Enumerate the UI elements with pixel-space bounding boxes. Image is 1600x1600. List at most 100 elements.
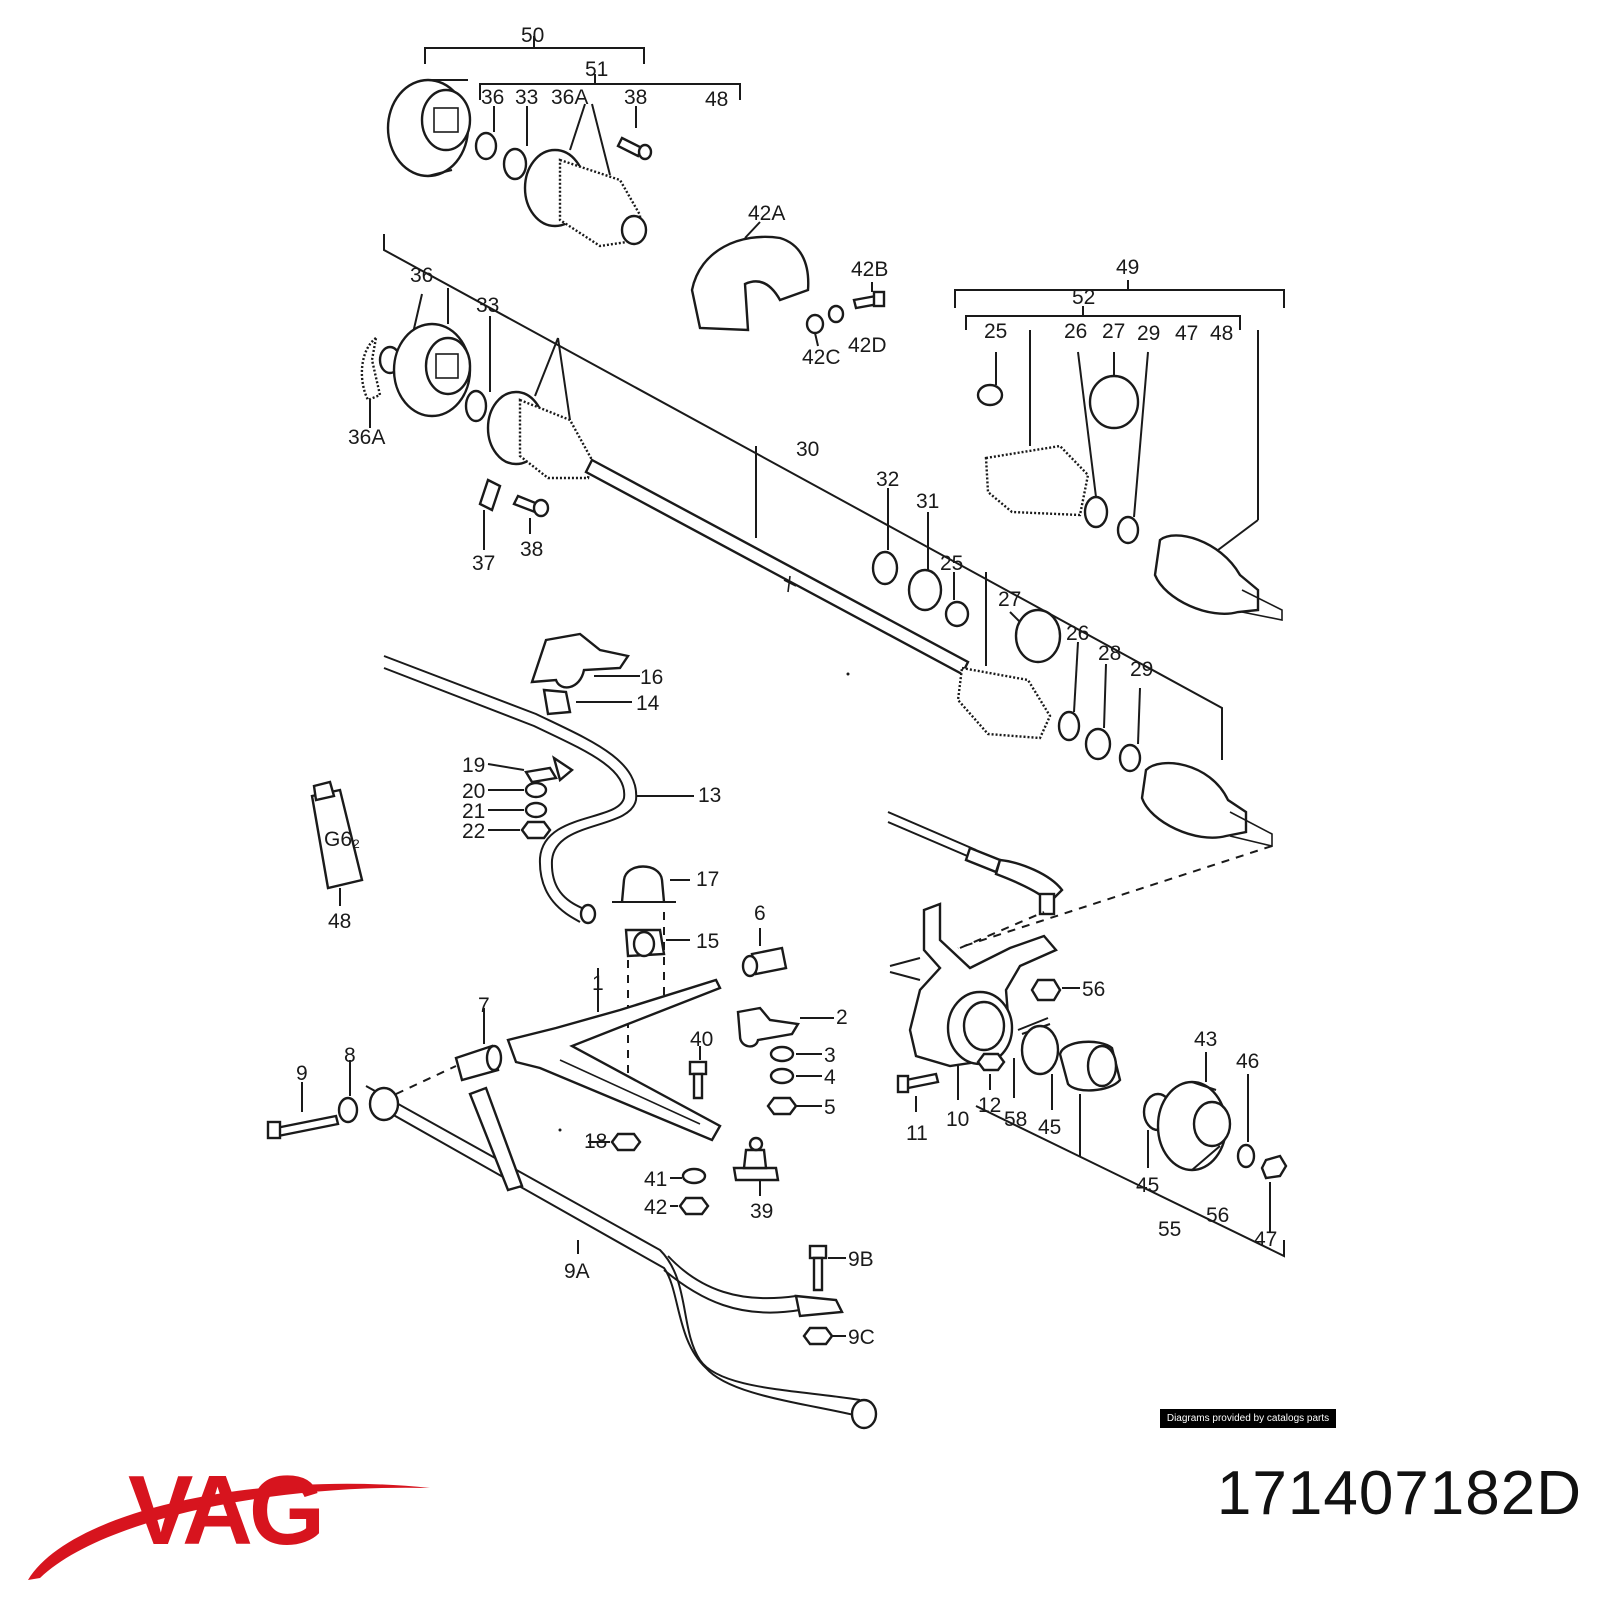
washer-20: [488, 781, 548, 799]
dashed-line-arm: [395, 1065, 457, 1095]
callout: 29: [1130, 658, 1153, 681]
bracket-52: [965, 306, 1241, 330]
speck: [846, 672, 850, 676]
speck: [558, 1128, 562, 1132]
callout: 5: [824, 1096, 836, 1119]
callout: 18: [584, 1130, 607, 1153]
callout: 33: [476, 294, 499, 317]
bushing-7: [454, 1008, 503, 1082]
clamp-27-upper: [1088, 352, 1140, 430]
boot-outer-lower: [956, 572, 1052, 740]
tube-label: G6₂: [324, 828, 360, 851]
callout: 37: [472, 552, 495, 575]
outer-cv-joint-upper: [1153, 330, 1283, 621]
ring-31: [907, 512, 943, 612]
bolt-11: [896, 1072, 940, 1112]
ring-28: [1084, 663, 1112, 761]
callout: 38: [520, 538, 543, 561]
bushing-14: [542, 688, 632, 716]
callout: 36A: [348, 426, 385, 449]
vag-logo: VAG: [28, 1455, 430, 1580]
bolt-top-38: [616, 106, 653, 161]
callout: 36A: [551, 86, 588, 109]
bolt-9: [266, 1082, 340, 1140]
callout: 36: [481, 86, 504, 109]
callout: 27: [998, 588, 1021, 611]
washer-42D: [827, 304, 845, 324]
callout: 32: [876, 468, 899, 491]
callout: 12: [978, 1094, 1001, 1117]
callout: 6: [754, 902, 766, 925]
dashed-line-knuckle: [959, 911, 1045, 949]
bolt-42B: [852, 282, 886, 310]
washer-top-33: [502, 106, 528, 181]
callout: 58: [1004, 1108, 1027, 1131]
callout: 42B: [851, 258, 888, 281]
callout: 26: [1064, 320, 1087, 343]
callout: 22: [462, 820, 485, 843]
bracket-55: [975, 1105, 1285, 1258]
washer-19: [487, 755, 575, 784]
callout: 36: [410, 264, 433, 287]
castle-nut-56: [1030, 978, 1080, 1002]
callout: 7: [478, 994, 490, 1017]
callout: 13: [698, 784, 721, 807]
callout: 33: [515, 86, 538, 109]
callout: 45: [1136, 1174, 1159, 1197]
washer-3: [769, 1045, 822, 1063]
callout: 51: [585, 58, 608, 81]
callout: 9B: [848, 1248, 874, 1271]
plate-37: [478, 478, 502, 550]
bracket-50: [424, 36, 645, 64]
callout: 29: [1137, 322, 1160, 345]
callout: 8: [344, 1044, 356, 1067]
callout: 3: [824, 1044, 836, 1067]
clamp-25-lower: [944, 572, 970, 628]
callout: 56: [1206, 1204, 1229, 1227]
callout: 30: [796, 438, 819, 461]
wheel-bearing: [1058, 1040, 1122, 1156]
callout: 27: [1102, 320, 1125, 343]
logo-text: VAG: [128, 1455, 321, 1565]
callout: 9A: [564, 1260, 590, 1283]
logo-swoosh: [28, 1483, 430, 1580]
part-number: 171407182D: [1216, 1459, 1582, 1528]
driveshaft-30: [584, 446, 970, 676]
callout: 50: [521, 24, 544, 47]
ring-32: [871, 488, 899, 586]
washer-8: [337, 1060, 359, 1124]
washer-42C: [805, 313, 825, 347]
callout: 20: [462, 780, 485, 803]
bolt-40: [688, 1046, 708, 1100]
bushing-15: [624, 928, 690, 958]
circlip-top-36: [474, 106, 498, 161]
washer-33-left: [464, 316, 491, 423]
spring-washer-41: [670, 1167, 707, 1185]
callout: 28: [1098, 642, 1121, 665]
callout: 2: [836, 1006, 848, 1029]
clamp-25-upper: [976, 352, 1004, 407]
nut-9C: [802, 1326, 846, 1346]
bolt-38-left: [512, 494, 550, 534]
callout: 46: [1236, 1050, 1259, 1073]
callout: 48: [1210, 322, 1233, 345]
circlip-45-upper: [1020, 1024, 1060, 1110]
callout-labels: 50 51 36 33 36A 38 48 42A 42B 42C 42D 49…: [296, 24, 1277, 1349]
ring-26-lower: [1057, 641, 1081, 742]
stabiliser-bar-13: [383, 655, 694, 925]
flange-left: [392, 288, 472, 418]
callout: 25: [940, 552, 963, 575]
diagram-credit: Diagrams provided by catalogs parts: [1160, 1409, 1336, 1428]
wheel-hub-43: [1156, 1052, 1232, 1172]
callout: 31: [916, 490, 939, 513]
clamp-16: [530, 632, 640, 689]
callout: 47: [1175, 322, 1198, 345]
bracket-49: [954, 280, 1285, 308]
boot-outer-upper: [984, 330, 1090, 517]
callout: 15: [696, 930, 719, 953]
callout: 1: [592, 972, 604, 995]
bracket-51: [479, 74, 741, 100]
callout: 26: [1066, 622, 1089, 645]
nut-42: [670, 1196, 710, 1216]
callout: 52: [1072, 286, 1095, 309]
